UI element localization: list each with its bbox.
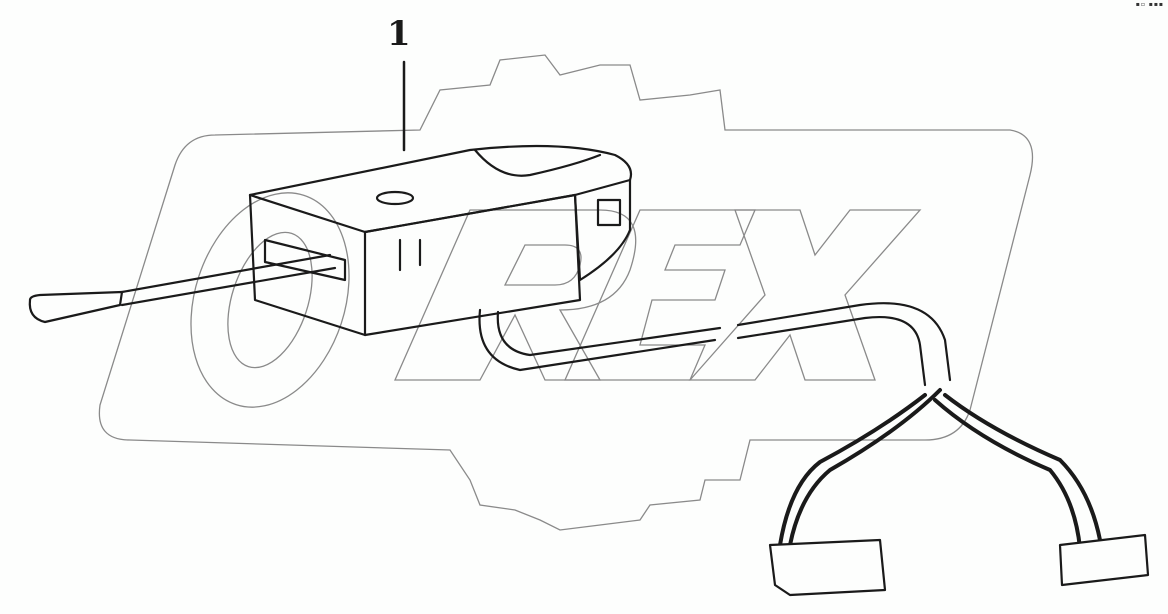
- harness-branch-right: [933, 393, 1102, 550]
- lever-stem: [120, 253, 337, 307]
- letter-o: [190, 192, 350, 408]
- corner-mark: ▪▫ ▪▪▪: [1135, 1, 1164, 8]
- switch-body-front: [248, 193, 367, 337]
- connector-right: [1058, 533, 1150, 587]
- steering-clamp: [473, 148, 632, 282]
- face-detail: [398, 238, 422, 272]
- lever-knob: [28, 290, 124, 324]
- callout-label-1: 1: [387, 14, 411, 54]
- switch-slot: [263, 238, 347, 282]
- switch-body-top: [248, 144, 633, 234]
- harness-branch-left: [778, 388, 942, 547]
- connector-left: [768, 538, 887, 597]
- harness-cable: [478, 308, 722, 372]
- letter-x: [688, 209, 922, 381]
- switch-body-side: [363, 193, 582, 337]
- top-cap-screw: [375, 190, 415, 206]
- clamp-screw: [596, 198, 622, 227]
- gear-outline: [98, 54, 1034, 531]
